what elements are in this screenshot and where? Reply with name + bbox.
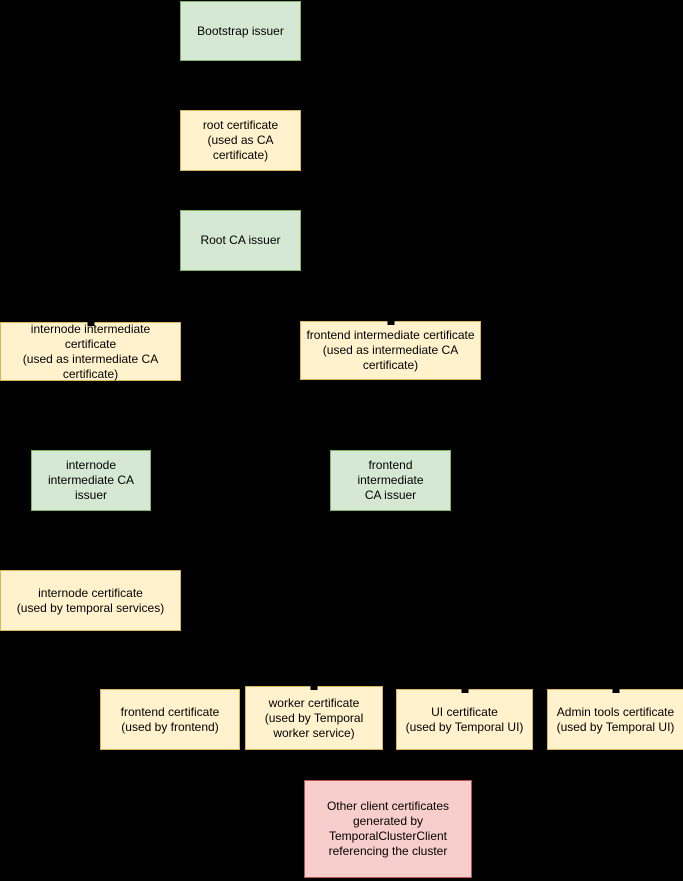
node-internode-certificate: internode certificate (used by temporal … (0, 570, 181, 631)
arrowhead-notch (387, 321, 394, 325)
node-label: Root CA issuer (200, 233, 281, 247)
node-internode-intermediate-certificate: internode intermediate certificate (used… (0, 322, 181, 381)
arrowhead-notch (87, 322, 94, 326)
node-frontend-certificate: frontend certificate (used by frontend) (100, 689, 240, 750)
node-bootstrap-issuer: Bootstrap issuer (180, 1, 301, 61)
node-frontend-intermediate-certificate: frontend intermediate certificate (used … (300, 321, 481, 380)
node-label: Admin tools certificate (used by Tempora… (556, 704, 675, 734)
node-label: internode certificate (used by temporal … (16, 585, 165, 615)
node-label: worker certificate (used by Temporal wor… (264, 695, 364, 740)
node-worker-certificate: worker certificate (used by Temporal wor… (245, 686, 383, 750)
node-admin-tools-certificate: Admin tools certificate (used by Tempora… (547, 689, 683, 750)
node-internode-intermediate-ca-issuer: internode intermediate CA issuer (31, 450, 151, 511)
node-label: internode intermediate CA issuer (47, 458, 135, 502)
node-label: Bootstrap issuer (197, 23, 284, 38)
node-label: Other client certificates generated by T… (326, 799, 450, 858)
node-label: UI certificate (used by Temporal UI) (405, 704, 524, 734)
node-label: root certificate (used as CA certificate… (202, 118, 279, 162)
node-label: frontend intermediate CA issuer (357, 458, 424, 502)
arrowhead-notch (461, 689, 468, 693)
node-other-client-certificates: Other client certificates generated by T… (304, 780, 472, 878)
arrowhead-notch (310, 686, 318, 690)
node-label: frontend certificate (used by frontend) (120, 704, 220, 734)
arrowhead-notch (612, 689, 619, 693)
node-frontend-intermediate-ca-issuer: frontend intermediate CA issuer (330, 450, 451, 511)
node-label: frontend intermediate certificate (used … (306, 328, 475, 372)
node-ui-certificate: UI certificate (used by Temporal UI) (396, 689, 533, 750)
node-label: internode intermediate certificate (used… (22, 321, 159, 381)
node-root-certificate: root certificate (used as CA certificate… (180, 110, 301, 171)
node-root-ca-issuer: Root CA issuer (180, 210, 301, 271)
